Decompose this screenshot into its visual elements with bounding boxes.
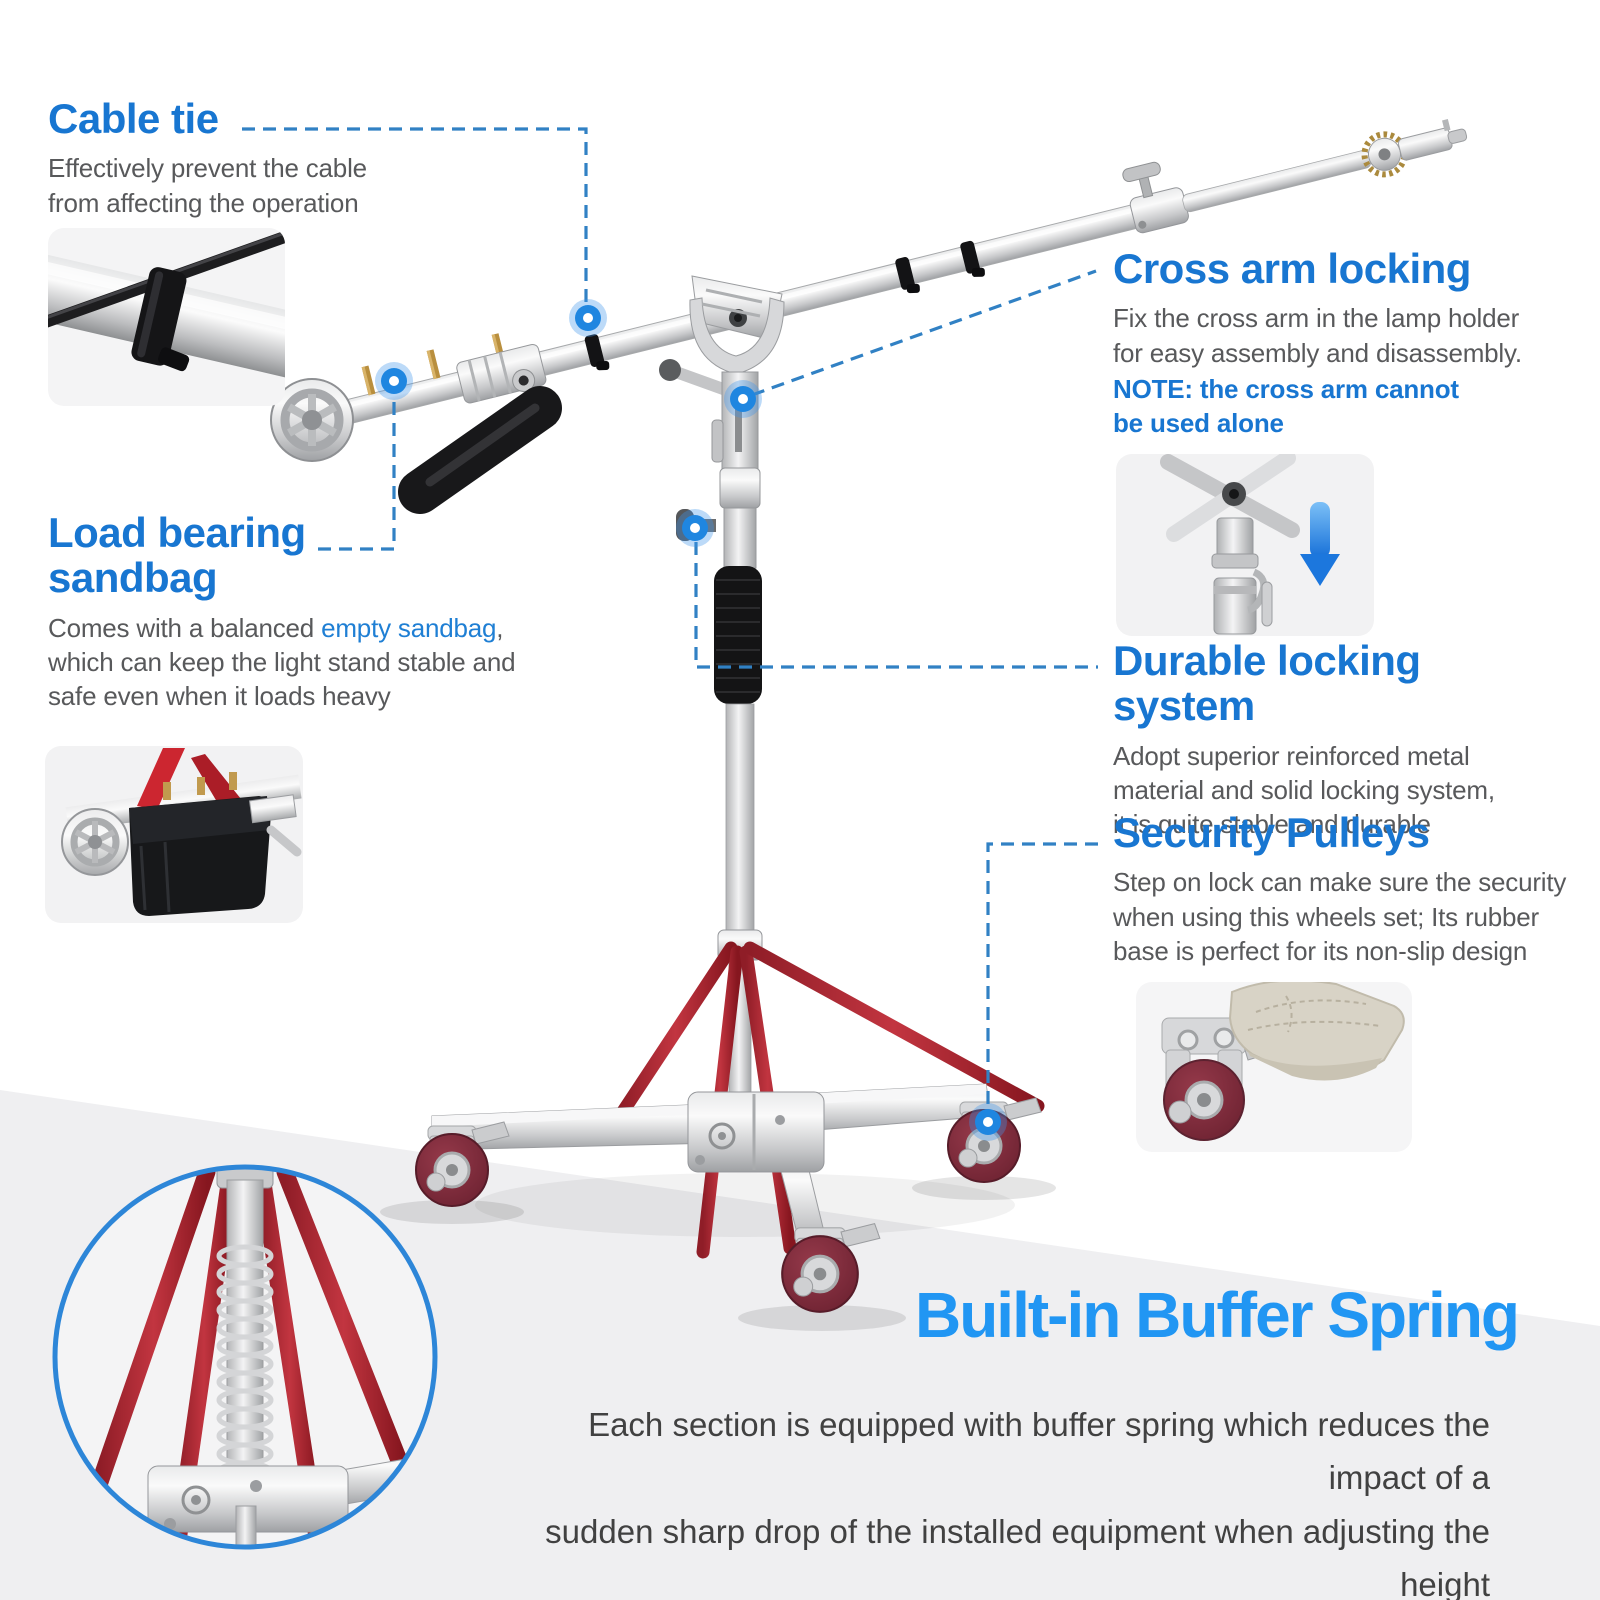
boom-telescope-clamp: [1122, 161, 1189, 234]
security-pulleys-title: Security Pulleys: [1113, 809, 1430, 856]
connector-security: [986, 842, 1098, 1108]
cable-tie-band-3: [960, 240, 985, 277]
security-pulleys-body: Step on lock can make sure the security …: [1113, 867, 1567, 966]
base-hub: [687, 1091, 825, 1173]
spring-circle-hub: [147, 1447, 435, 1547]
boom-end-spigot: [1397, 119, 1468, 161]
boom-spigot-pins: [361, 333, 506, 396]
callout-dots: [375, 299, 1007, 1141]
cable-tie-photo: [48, 228, 285, 406]
cross-arm-note: NOTE: the cross arm cannot be used alone: [1113, 373, 1459, 439]
base-arms: [431, 1083, 992, 1262]
connector-cable-tie: [242, 127, 588, 304]
callout-connectors: [242, 127, 1098, 1108]
caster-wheel-front: [781, 1222, 881, 1313]
cable-tie-title: Cable tie: [48, 95, 219, 142]
ground-shadows: [380, 1173, 1056, 1331]
inset-caster: [1161, 1017, 1295, 1141]
cross-arm-body: Fix the cross arm in the lamp holder for…: [1113, 303, 1522, 368]
boom-clamp: [456, 343, 547, 404]
sandbag-handwheel: [61, 808, 129, 876]
durable-locking-title: Durable locking system: [1113, 637, 1421, 730]
cable-tie-body: Effectively prevent the cable from affec…: [48, 153, 367, 218]
inset-shoe: [1228, 982, 1405, 1081]
buffer-spring-detail-circle: [52, 1164, 438, 1550]
stand-receiver: [1213, 568, 1273, 635]
callout-cross-arm: Cross arm locking Fix the cross arm in t…: [1113, 246, 1573, 441]
cable-tie-band-2: [895, 257, 920, 294]
buffer-spring-title: Built-in Buffer Spring: [914, 1279, 1520, 1351]
marker-dot-load-bearing: [375, 362, 413, 400]
boom-holder-bracket: [659, 275, 785, 404]
buffer-spring-body: Each section is equipped with buffer spr…: [545, 1406, 1490, 1600]
sandbag-photo: [45, 746, 303, 923]
boom-handwheel: [270, 378, 354, 462]
load-bearing-body: Comes with a balanced empty sandbag, whi…: [48, 611, 538, 714]
load-bearing-highlight: empty sandbag: [321, 612, 497, 643]
durable-locking-body: Adopt superior reinforced metal material…: [1113, 740, 1495, 840]
marker-dot-durable: [676, 509, 714, 547]
load-bearing-body-suffix: , which can keep the light stand stable …: [48, 612, 516, 712]
load-bearing-title: Load bearing sandbag: [48, 509, 306, 602]
cross-arm-x-grips: [1160, 454, 1300, 542]
load-bearing-body-prefix: Comes with a balanced: [48, 612, 322, 643]
connector-load-bearing: [318, 396, 396, 551]
cross-arm-title: Cross arm locking: [1113, 245, 1471, 292]
blue-down-arrow-icon: [1300, 502, 1340, 586]
column-foam-grip: [714, 566, 762, 704]
cable-tie-band-1: [584, 334, 610, 371]
callout-load-bearing: Load bearing sandbag Comes with a balanc…: [48, 510, 538, 714]
callout-security-pulleys: Security Pulleys Step on lock can make s…: [1113, 810, 1583, 968]
buffer-spring-coil: [216, 1244, 274, 1484]
marker-dot-security: [969, 1103, 1007, 1141]
marker-dot-cross-arm: [724, 380, 762, 418]
cross-arm-locking-photo: [1116, 454, 1374, 636]
connector-cross-arm: [751, 269, 1097, 397]
callout-cable-tie: Cable tie Effectively prevent the cable …: [48, 96, 608, 220]
caster-wheel-left: [415, 1121, 510, 1207]
boom-handle-grip: [398, 386, 562, 514]
security-pulley-photo: [1136, 982, 1412, 1152]
callout-durable-locking: Durable locking system Adopt superior re…: [1113, 638, 1573, 842]
marker-dot-cable-tie: [569, 299, 607, 337]
